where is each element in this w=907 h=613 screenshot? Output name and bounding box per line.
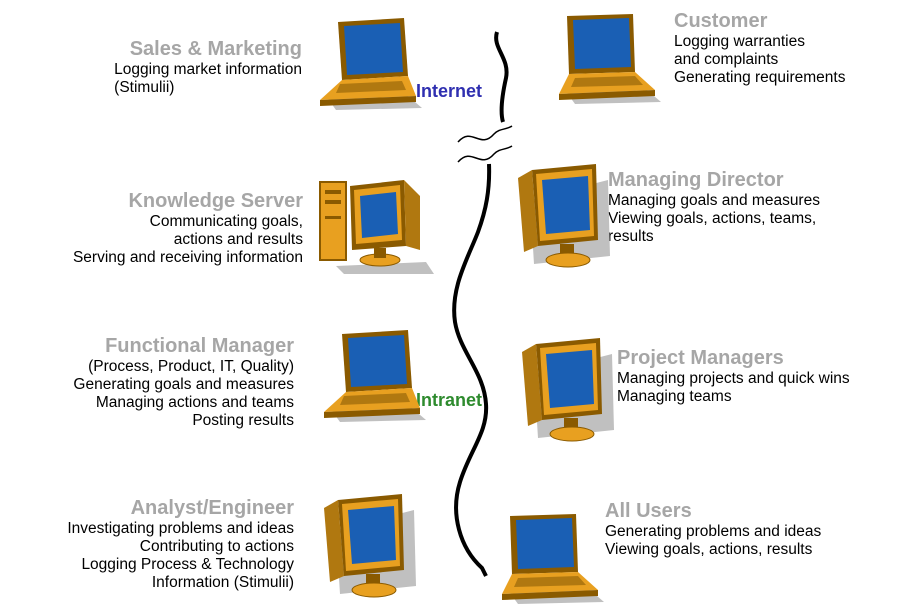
- role-title: Project Managers: [617, 347, 784, 369]
- laptop-icon: [494, 510, 606, 605]
- role-analyst-engineer: Analyst/Engineer Investigating problems …: [67, 497, 294, 592]
- monitor-icon: [512, 160, 612, 272]
- role-line: Logging market information: [114, 61, 302, 78]
- role-line: Managing teams: [617, 388, 732, 405]
- role-line: Information (Stimulii): [151, 574, 294, 591]
- role-line: Posting results: [192, 412, 294, 429]
- role-line: Logging Process & Technology: [81, 556, 294, 573]
- role-line: (Stimulii): [114, 79, 175, 96]
- role-title: Functional Manager: [105, 335, 294, 357]
- role-knowledge-server: Knowledge Server Communicating goals, ac…: [73, 190, 303, 267]
- role-line: Managing projects and quick wins: [617, 370, 850, 387]
- break-mark-top: [457, 125, 513, 143]
- role-title: Sales & Marketing: [129, 38, 302, 60]
- role-line: Generating problems and ideas: [605, 523, 822, 540]
- laptop-icon: [316, 328, 428, 423]
- role-line: Generating goals and measures: [73, 376, 294, 393]
- role-title: Managing Director: [608, 169, 784, 191]
- role-line: and complaints: [674, 51, 779, 68]
- role-line: actions and results: [173, 231, 303, 248]
- role-customer: Customer Logging warranties and complain…: [674, 10, 845, 87]
- monitor-icon: [318, 490, 418, 602]
- role-title: All Users: [605, 500, 692, 522]
- role-all-users: All Users Generating problems and ideas …: [605, 500, 821, 559]
- role-line: Viewing goals, actions, results: [605, 541, 813, 558]
- role-line: Logging warranties: [674, 33, 805, 50]
- internet-line-segment: [494, 31, 509, 123]
- desktop-server-icon: [316, 176, 436, 276]
- role-line: Contributing to actions: [139, 538, 294, 555]
- role-line: Managing goals and measures: [608, 192, 820, 209]
- role-sales-marketing: Sales & Marketing Logging market informa…: [114, 38, 302, 97]
- role-line: results: [608, 228, 654, 245]
- role-title: Knowledge Server: [128, 190, 303, 212]
- role-line: (Process, Product, IT, Quality): [88, 358, 294, 375]
- monitor-icon: [516, 334, 616, 446]
- role-line: Serving and receiving information: [72, 249, 303, 266]
- role-line: Managing actions and teams: [95, 394, 294, 411]
- break-mark-bottom: [457, 145, 513, 163]
- role-functional-manager: Functional Manager (Process, Product, IT…: [73, 335, 294, 430]
- role-title: Customer: [674, 10, 768, 32]
- role-project-managers: Project Managers Managing projects and q…: [617, 347, 850, 406]
- internet-label: Internet: [416, 81, 483, 101]
- intranet-line-segment: [452, 163, 492, 577]
- role-line: Investigating problems and ideas: [67, 520, 294, 537]
- role-line: Communicating goals,: [149, 213, 303, 230]
- laptop-icon: [312, 16, 424, 111]
- role-managing-director: Managing Director Managing goals and mea…: [608, 169, 820, 246]
- role-line: Generating requirements: [674, 69, 846, 86]
- laptop-icon: [551, 10, 663, 105]
- intranet-label: Intranet: [416, 390, 483, 410]
- role-line: Viewing goals, actions, teams,: [608, 210, 817, 227]
- role-title: Analyst/Engineer: [130, 497, 294, 519]
